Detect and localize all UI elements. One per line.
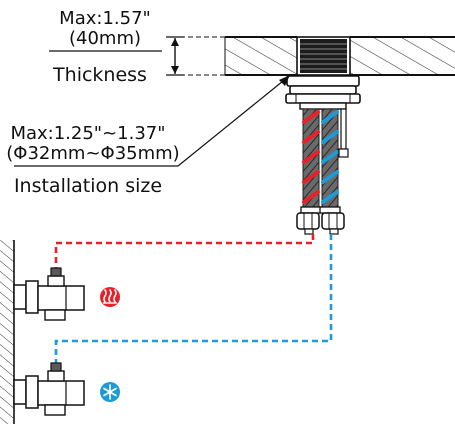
fixing-rod — [338, 108, 349, 158]
faucet-shank — [285, 36, 361, 110]
thickness-dimension — [49, 36, 225, 76]
countertop — [224, 36, 455, 76]
hot-water-hose — [302, 108, 320, 208]
hot-hose-stripes — [302, 110, 320, 204]
thickness-title: Thickness — [52, 64, 147, 86]
wall — [0, 240, 15, 424]
install-title: Installation size — [14, 175, 162, 197]
cold-water-icon — [100, 382, 120, 402]
cold-angle-valve — [13, 362, 85, 416]
install-metric-label: (Φ32mm~Φ35mm) — [6, 143, 179, 164]
thickness-max-label: Max:1.57" — [59, 8, 151, 29]
hot-connection-line — [54, 234, 315, 270]
hot-angle-valve — [13, 267, 85, 321]
installation-leader — [14, 75, 290, 167]
install-max-label: Max:1.25"~1.37" — [10, 123, 165, 144]
cold-connection-line — [54, 234, 333, 364]
cold-hose-stripes — [321, 110, 339, 204]
thickness-metric-label: (40mm) — [69, 28, 141, 49]
hose-end-nuts — [296, 206, 345, 235]
cold-water-hose — [321, 108, 339, 208]
hot-water-icon — [100, 287, 120, 307]
